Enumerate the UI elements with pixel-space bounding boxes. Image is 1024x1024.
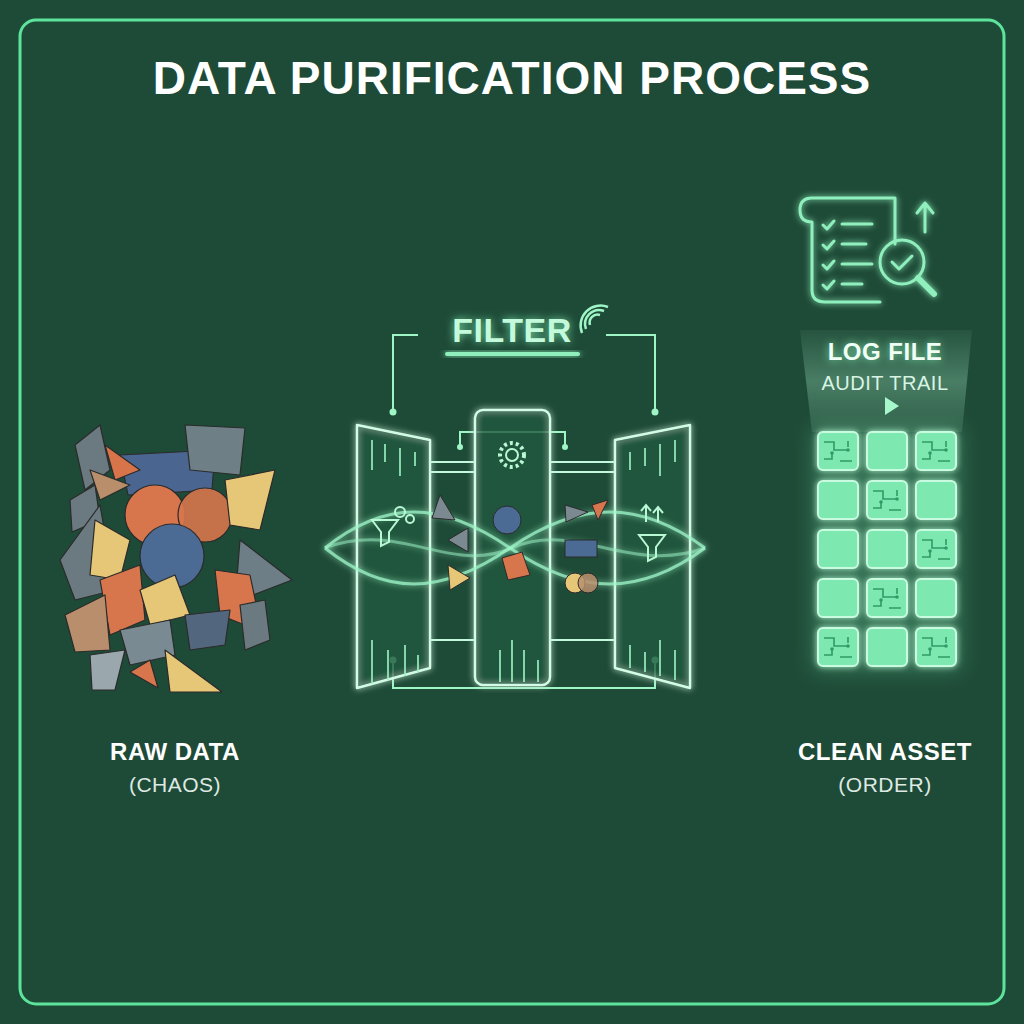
chaos-shapes bbox=[225, 470, 275, 530]
data-fragment bbox=[432, 495, 608, 593]
clean-cell bbox=[916, 481, 956, 519]
chaos-shapes bbox=[165, 650, 222, 692]
stage-heading: RAW DATA bbox=[55, 737, 295, 767]
filter-icon bbox=[500, 443, 524, 467]
stage-heading: CLEAN ASSET bbox=[775, 737, 995, 767]
chaos-shapes bbox=[105, 445, 140, 480]
stage-heading: LOG FILE bbox=[785, 337, 985, 367]
cell-circuit bbox=[922, 539, 950, 559]
data-fragment bbox=[493, 506, 521, 534]
frame-dot bbox=[390, 409, 397, 416]
clean-cell bbox=[818, 432, 858, 470]
flow-arrow bbox=[268, 545, 316, 561]
stage-subtitle: (ORDER) bbox=[775, 772, 995, 798]
frame-dot bbox=[562, 444, 568, 450]
data-fragment bbox=[448, 565, 470, 590]
circuit-trace bbox=[630, 640, 675, 680]
log-file-icon bbox=[823, 221, 872, 229]
log-file-icon bbox=[917, 203, 933, 232]
log-file-icon bbox=[800, 198, 934, 302]
filter-stage: FILTER bbox=[350, 300, 695, 695]
log-file-stage: LOG FILE AUDIT TRAIL bbox=[785, 180, 985, 402]
log-file-icon bbox=[823, 261, 872, 269]
flow-arrow bbox=[701, 532, 728, 548]
frame-dot bbox=[652, 409, 659, 416]
filter-icon bbox=[639, 535, 665, 561]
stage-subtitle: (CHAOS) bbox=[55, 772, 295, 798]
grid-glow bbox=[812, 426, 962, 672]
data-fragment bbox=[448, 528, 468, 552]
filter-icon bbox=[406, 515, 414, 523]
clean-cell bbox=[916, 579, 956, 617]
chaos-shapes bbox=[240, 600, 270, 650]
clean-cell bbox=[867, 579, 907, 617]
chaos-shapes bbox=[65, 595, 110, 652]
data-fragment bbox=[578, 573, 598, 593]
filter-icon bbox=[395, 507, 405, 517]
log-file-icon bbox=[800, 198, 895, 302]
circuit-trace bbox=[630, 440, 675, 476]
clean-cell bbox=[916, 530, 956, 568]
raw-data-stage: RAW DATA(CHAOS) bbox=[55, 420, 290, 700]
frame-border bbox=[20, 20, 1004, 1004]
clean-cell bbox=[818, 628, 858, 666]
clean-cell bbox=[818, 579, 858, 617]
clean-cell bbox=[818, 481, 858, 519]
data-fragment bbox=[502, 552, 530, 580]
filter-icon bbox=[641, 505, 663, 522]
filter-icon bbox=[506, 449, 518, 461]
stage-subtitle: AUDIT TRAIL bbox=[785, 370, 985, 396]
cell-circuit bbox=[824, 637, 852, 657]
stage-heading: FILTER bbox=[402, 310, 622, 350]
clean-cell bbox=[818, 530, 858, 568]
diagram-title: DATA PURIFICATION PROCESS bbox=[0, 50, 1024, 106]
clean-cell bbox=[867, 432, 907, 470]
clean-cell bbox=[867, 481, 907, 519]
clean-cell bbox=[867, 628, 907, 666]
log-file-icon bbox=[892, 256, 912, 269]
filter-icon bbox=[372, 520, 398, 546]
cell-circuit bbox=[922, 637, 950, 657]
clean-asset-stage: CLEAN ASSET(ORDER) bbox=[812, 426, 962, 672]
cell-circuit bbox=[922, 441, 950, 461]
chaos-shapes bbox=[130, 660, 158, 688]
chaos-shapes bbox=[185, 610, 230, 650]
cell-circuit bbox=[873, 588, 901, 608]
chaos-shapes bbox=[90, 470, 130, 500]
clean-cell bbox=[916, 432, 956, 470]
chaos-shapes bbox=[90, 650, 125, 690]
title-underline bbox=[445, 352, 580, 356]
log-file-icon bbox=[823, 281, 862, 289]
frame-dot bbox=[457, 444, 463, 450]
data-fragment bbox=[565, 540, 597, 557]
chaos-shapes bbox=[185, 425, 245, 475]
chaos-shapes bbox=[140, 575, 190, 625]
data-fragment bbox=[432, 495, 455, 520]
filter-frame bbox=[581, 306, 608, 333]
cell-circuit bbox=[873, 490, 901, 510]
cell-circuit bbox=[824, 441, 950, 657]
filter-icon bbox=[372, 443, 665, 561]
panel-bar bbox=[430, 639, 615, 641]
data-fragment bbox=[565, 505, 588, 522]
circuit-trace bbox=[372, 640, 418, 684]
data-fragment bbox=[592, 500, 608, 520]
clean-cell bbox=[916, 628, 956, 666]
circuit-trace bbox=[500, 640, 538, 682]
clean-cell bbox=[818, 432, 956, 666]
log-file-icon bbox=[823, 241, 866, 249]
circuit-trace bbox=[372, 440, 415, 476]
log-file-icon bbox=[918, 278, 934, 294]
clean-cell bbox=[867, 530, 907, 568]
cell-circuit bbox=[824, 441, 852, 461]
chaos-shapes bbox=[60, 425, 292, 692]
